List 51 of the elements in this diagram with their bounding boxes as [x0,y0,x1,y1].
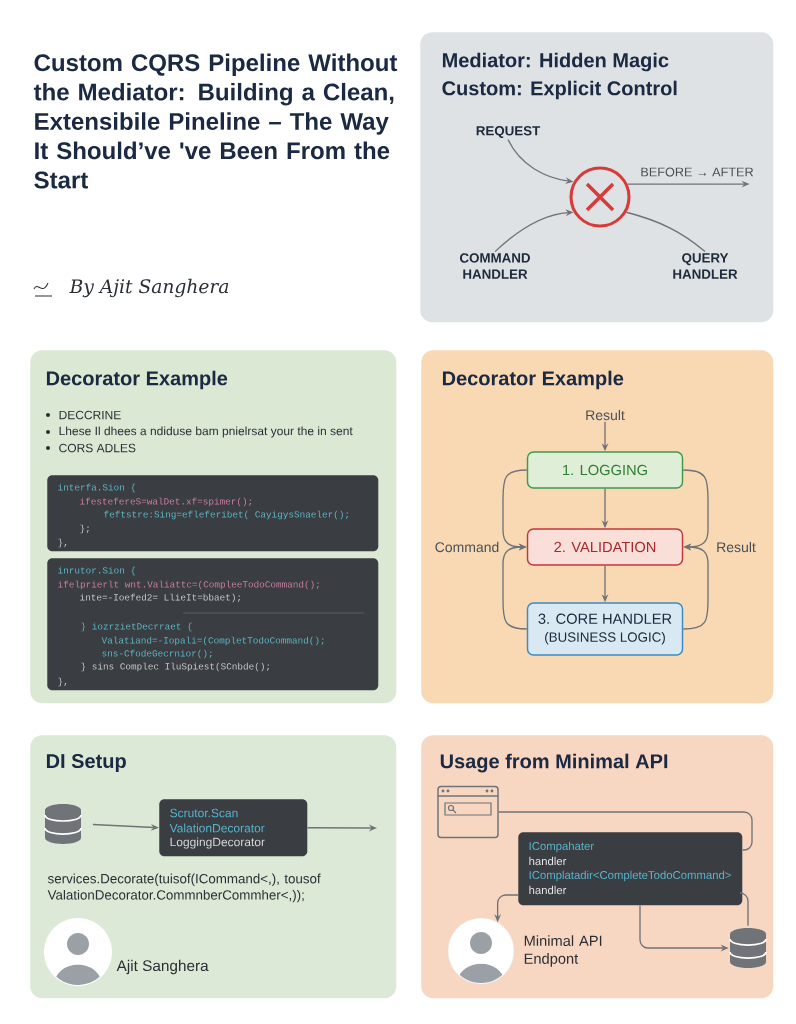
code-line: inte=-Ioefed2= LlieIt=bbaet); [80,593,240,603]
code-line: handler [529,856,567,866]
side-label: Result [717,541,756,553]
panel-heading: Decorator Example [442,370,624,390]
side-label: Command [435,541,499,553]
code-line: interfa.Sion { [58,483,136,493]
bullet-text: CORS ADLES [59,443,136,453]
code-line: inrutor.Sion { [58,566,136,576]
code-snippet: services.Decorate(tuisof(ICommand<,), tousof ValationDecorator.CommnberCommher<,)); [47,873,321,903]
code-line: } sins Complec IluSpiest(SCnbde(); [81,662,269,672]
step-box: 3. CORE HANDLER (BUSINESS LOGIC) [526,602,684,656]
cross-circle-icon [569,166,631,228]
connector-line [739,892,749,927]
byline: By Ajit Sanghera [69,278,229,298]
panel-heading: DI Setup [46,753,126,773]
panel-heading: Custom: Explicit Control [442,80,677,100]
database-icon [729,928,767,968]
code-line: sns-CfodeGecrnior(); [102,649,212,659]
avatar-caption: Minimal API Endpont [524,935,602,967]
code-line: ifelprierlt wnt.Valiattc=(CompleeTodoCommand(); [58,580,319,590]
code-line: ValationDecorator [169,823,265,833]
code-line: IComplatadir<CompleteTodoCommand> [529,870,731,882]
arrow [502,543,528,630]
code-line: LoggingDecorator [170,837,265,849]
node-label: Result [586,409,625,421]
bullet-text: Lhese Il dhees a ndiduse bam pnielrsat your the in sent [59,426,353,438]
panel-heading: Decorator Example [46,370,228,390]
code-line: }, [58,538,67,548]
code-line: }; [80,524,89,534]
code-line: } iozrzietDecrraet { [81,622,192,632]
code-line: }, [58,677,67,687]
database-icon [44,804,82,844]
step-box: 1. LOGGING [526,451,684,489]
title: Custom CQRS Pipeline Without the Mediator: Building a Clean, Extensibile Pineline – The Way It Should’ve 've Been From the Start [33,53,398,189]
connector-line [625,211,706,253]
code-line: Valatiand=-Iopali=(CompletTodoCommand(); [101,636,324,646]
code-line: Scrutor.Scan [170,808,238,818]
code-line: handler [529,885,567,895]
bullet-text: DECCRINE [59,410,121,420]
node-label: COMMAND HANDLER [460,253,530,279]
code-line: ICompahater [529,841,594,853]
browser-icon [437,785,499,839]
panel-heading: Mediator: Hidden Magic [442,52,669,72]
panel-heading: Usage from Minimal API [440,753,668,773]
edge-label: BEFORE → AFTER [639,166,755,178]
step-box: 2. VALIDATION [526,528,684,566]
author-name: Ajit Sanghera [116,959,209,975]
node-label: QUERY HANDLER [673,253,738,279]
code-line: ifestefereS=walDet.xf=spimer(); [80,497,252,507]
node-label: REQUEST [476,126,541,138]
code-line: feftstre:Sing=efleferibet( CayigysSnaeler(); [104,510,348,520]
